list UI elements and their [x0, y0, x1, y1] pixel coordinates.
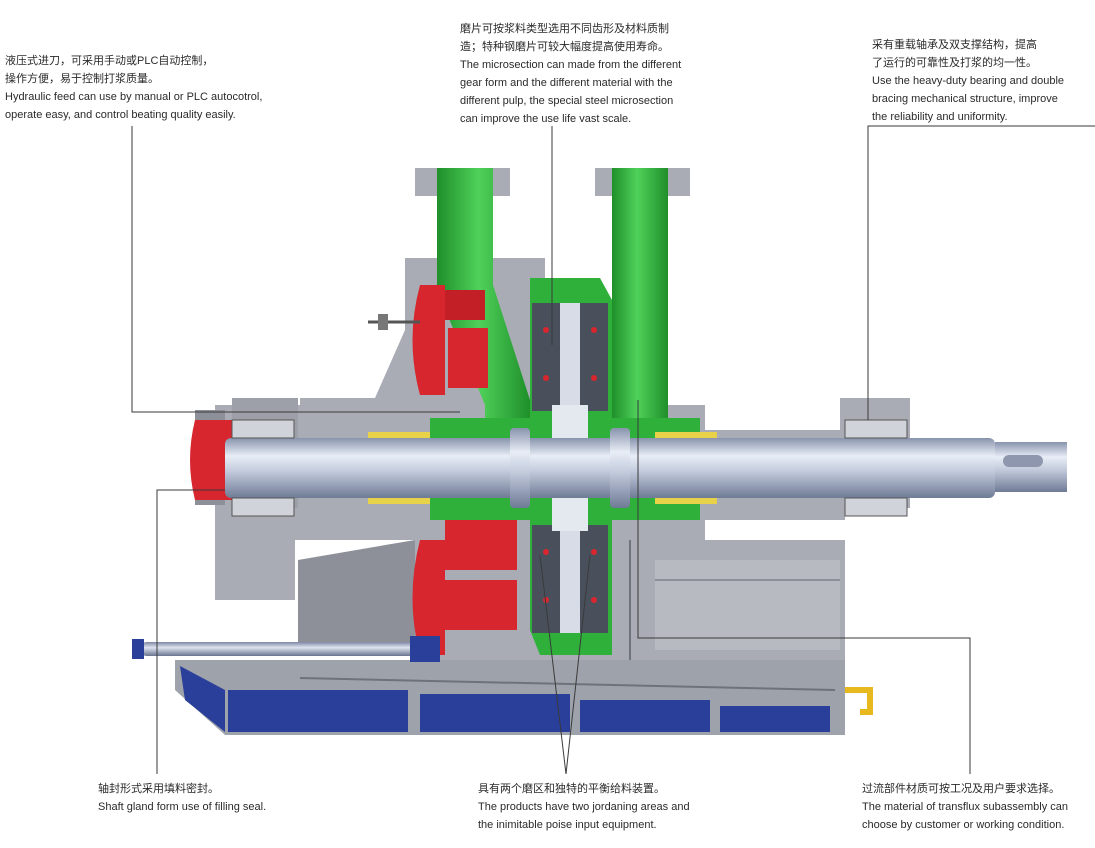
red-housing-parts: [190, 285, 517, 655]
note-bearing-en-3: the reliability and uniformity.: [872, 111, 1008, 123]
note-shaft-gland-en-1: Shaft gland form use of filling seal.: [98, 801, 267, 813]
bearings: [231, 419, 908, 517]
leader-jordaning-a: [539, 554, 567, 775]
fittings: [368, 314, 873, 715]
leader-transflux: [637, 400, 971, 774]
note-jordaning-en-1: The products have two jordaning areas an…: [478, 801, 690, 813]
note-microsection-en-1: The microsection can made from the diffe…: [460, 59, 682, 71]
leader-jordaning-b: [565, 554, 591, 775]
note-jordaning-en-2: the inimitable poise input equipment.: [478, 819, 657, 831]
leader-bearing: [867, 125, 1095, 420]
note-bearing-en-1: Use the heavy-duty bearing and double: [872, 75, 1065, 87]
note-bearing-zh-2: 了运行的可靠性及打浆的均一性。: [872, 57, 1037, 69]
note-microsection: 磨片可按浆料类型选用不同齿形及材料质制 造；特种钢磨片可较大幅度提高使用寿命。 …: [460, 20, 681, 128]
feed-rod: [132, 636, 440, 662]
note-hydraulic-feed-en-1: Hydraulic feed can use by manual or PLC …: [5, 91, 263, 103]
note-bearing-zh-1: 采有重载轴承及双支撑结构，提高: [872, 39, 1037, 51]
note-hydraulic-feed-zh-2: 操作方便，易于控制打浆质量。: [5, 73, 159, 85]
note-transflux-en-1: The material of transflux subassembly ca…: [862, 801, 1069, 813]
note-bearing: 采有重载轴承及双支撑结构，提高 了运行的可靠性及打浆的均一性。 Use the …: [872, 36, 1064, 126]
note-transflux-material: 过流部件材质可按工况及用户要求选择。 The material of trans…: [862, 780, 1068, 834]
note-hydraulic-feed-zh-1: 液压式进刀，可采用手动或PLC自动控制，: [5, 55, 214, 67]
note-jordaning-zh-1: 具有两个磨区和独特的平衡给料装置。: [478, 783, 665, 795]
leader-shaft-gland: [156, 489, 225, 774]
note-microsection-en-3: different pulp, the special steel micros…: [460, 95, 674, 107]
leader-lines: [131, 125, 1095, 775]
note-transflux-zh-1: 过流部件材质可按工况及用户要求选择。: [862, 783, 1060, 795]
note-jordaning-areas: 具有两个磨区和独特的平衡给料装置。 The products have two …: [478, 780, 690, 834]
note-microsection-en-2: gear form and the different material wit…: [460, 77, 673, 89]
note-shaft-gland: 轴封形式采用填料密封。 Shaft gland form use of fill…: [98, 780, 266, 816]
machine-base: [175, 660, 845, 735]
note-microsection-zh-2: 造；特种钢磨片可较大幅度提高使用寿命。: [460, 41, 669, 53]
leader-hydraulic-feed: [131, 126, 460, 413]
note-microsection-en-4: can improve the use life vast scale.: [460, 113, 632, 125]
note-transflux-en-2: choose by customer or working condition.: [862, 819, 1065, 831]
note-bearing-en-2: bracing mechanical structure, improve: [872, 93, 1058, 105]
note-hydraulic-feed: 液压式进刀，可采用手动或PLC自动控制， 操作方便，易于控制打浆质量。 Hydr…: [5, 52, 262, 124]
main-shaft: [225, 428, 1067, 508]
note-shaft-gland-zh-1: 轴封形式采用填料密封。: [98, 783, 219, 795]
note-microsection-zh-1: 磨片可按浆料类型选用不同齿形及材料质制: [460, 23, 669, 35]
note-hydraulic-feed-en-2: operate easy, and control beating qualit…: [5, 109, 236, 121]
